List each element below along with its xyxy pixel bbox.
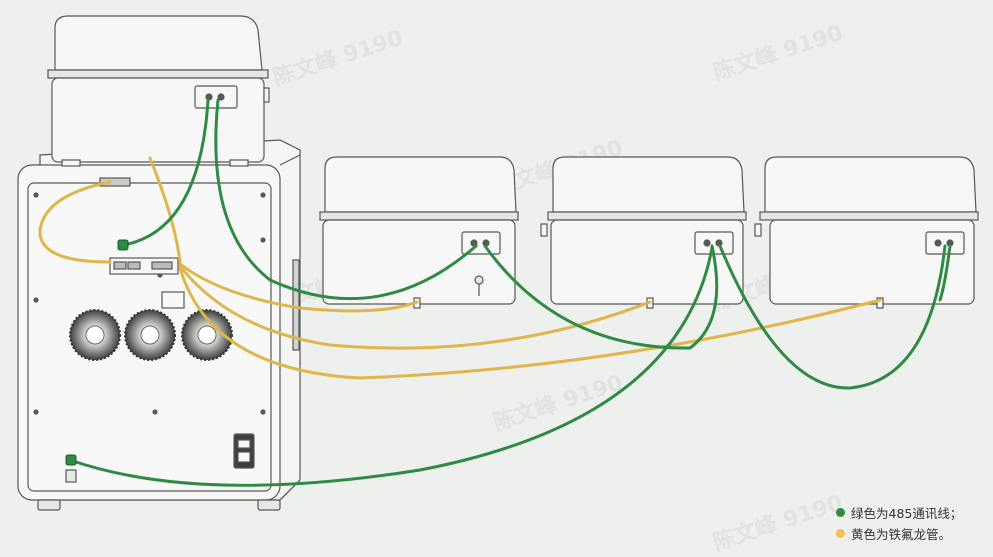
teflon-tubes [38,156,882,380]
fan-group [69,309,233,361]
legend-item-green: 绿色为485通讯线； [836,502,962,523]
slave-unit-1 [319,156,519,309]
cable-plugs [65,239,129,466]
top-unit [47,15,270,167]
slave-unit-3 [754,156,979,309]
rs485-cables [68,98,952,487]
slave-unit-2 [540,156,747,309]
legend-yellow-label: 黄色为铁氟龙管。 [851,527,952,542]
legend-green-label: 绿色为485通讯线； [851,506,963,521]
green-dot-icon [836,508,845,517]
legend-item-yellow: 黄色为铁氟龙管。 [836,523,962,544]
yellow-dot-icon [836,529,845,538]
legend: 绿色为485通讯线； 黄色为铁氟龙管。 [836,502,962,544]
